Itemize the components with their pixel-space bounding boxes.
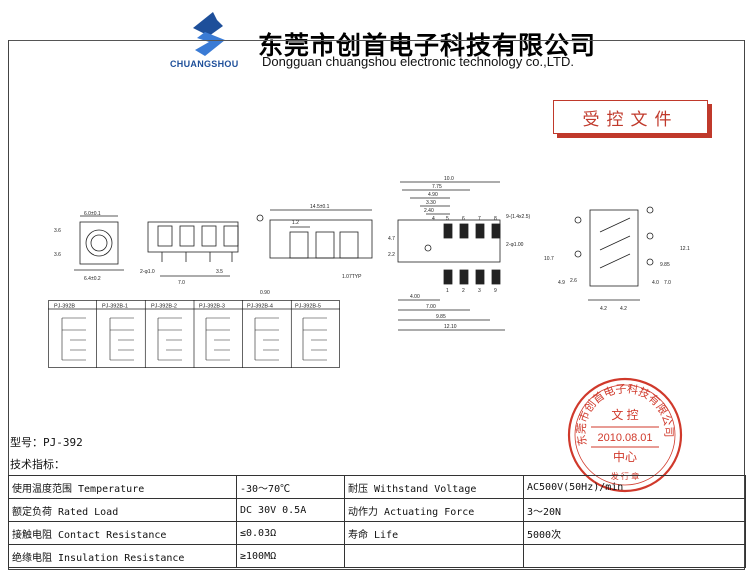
section-dim-typ: 1.07TYP bbox=[342, 274, 362, 280]
pcb-dim-top-2: 4.90 bbox=[428, 192, 438, 198]
right-dim-8: 7.0 bbox=[664, 280, 671, 286]
section-dim-length: 14.5±0.1 bbox=[310, 204, 330, 210]
table-row: 使用温度范围 Temperature -30～70℃ 耐压 Withstand … bbox=[8, 475, 746, 499]
pcb-dim-top-4: 2.40 bbox=[424, 208, 434, 214]
pcb-dim-bottom-2: 9.85 bbox=[436, 314, 446, 320]
pcb-pin-1: 1 bbox=[446, 288, 449, 294]
header-rule bbox=[8, 40, 745, 41]
pcb-pin-5: 5 bbox=[446, 216, 449, 222]
technical-drawings: 6.0±0.1 3.6 3.6 6.4±0.2 2-φ1.0 7.0 3.5 1… bbox=[54, 176, 690, 331]
front-dim-bottom: 6.4±0.2 bbox=[84, 276, 101, 282]
stamp-title: 文 控 bbox=[611, 407, 638, 422]
spec-label bbox=[344, 544, 524, 568]
stamp-date: 2010.08.01 bbox=[597, 432, 652, 444]
pcb-dim-left-0: 4.7 bbox=[388, 236, 395, 242]
front-view-drawing: 6.0±0.1 3.6 3.6 6.4±0.2 bbox=[54, 211, 124, 282]
section-dim-depth: 1.2 bbox=[292, 220, 299, 226]
table-row: 额定负荷 Rated Load DC 30V 0.5A 动作力 Actuatin… bbox=[8, 498, 746, 522]
front-dim-left-bottom: 3.6 bbox=[54, 252, 61, 258]
section-view-drawing: 14.5±0.1 1.2 0.90 1.07TYP bbox=[256, 204, 373, 296]
right-dim-4: 4.2 bbox=[600, 306, 607, 312]
logo-lower-stroke bbox=[195, 32, 225, 56]
spec-label: 寿命 Life bbox=[344, 521, 524, 545]
spec-value: AC500V(50Hz)/min bbox=[523, 475, 746, 499]
spec-value: -30～70℃ bbox=[236, 475, 345, 499]
pcb-dim-pads: 9-(1.4x2.5) bbox=[506, 214, 531, 220]
spec-table: 使用温度范围 Temperature -30～70℃ 耐压 Withstand … bbox=[8, 475, 746, 568]
schematic-label-5: PJ-392B-5 bbox=[295, 304, 321, 310]
side-dim-offset: 3.5 bbox=[216, 269, 223, 275]
schematic-traces bbox=[61, 317, 327, 361]
spec-label: 额定负荷 Rated Load bbox=[8, 498, 237, 522]
right-dim-1: 9.85 bbox=[660, 262, 670, 268]
spec-value bbox=[523, 544, 746, 568]
pcb-dim-top-1: 7.75 bbox=[432, 184, 442, 190]
company-name-cn: 东莞市创首电子科技有限公司 bbox=[258, 31, 597, 60]
tech-specs-title: 技术指标： bbox=[10, 458, 65, 471]
pcb-layout-drawing: 10.0 7.75 4.90 3.30 2.40 9-(1.4x2.5) 2-φ… bbox=[388, 176, 531, 331]
spec-label: 接触电阻 Contact Resistance bbox=[8, 521, 237, 545]
spec-value: ≤0.03Ω bbox=[236, 521, 345, 545]
controlled-document-label: 受控文件 bbox=[553, 100, 712, 138]
spec-label: 绝缘电阻 Insulation Resistance bbox=[8, 544, 237, 568]
right-dim-7: 4.0 bbox=[652, 280, 659, 286]
table-row: 接触电阻 Contact Resistance ≤0.03Ω 寿命 Life 5… bbox=[8, 521, 746, 545]
company-logo bbox=[193, 12, 225, 56]
right-dim-0: 10.7 bbox=[544, 256, 554, 262]
right-dim-2: 12.1 bbox=[680, 246, 690, 252]
spec-value: 5000次 bbox=[523, 521, 746, 545]
schematic-label-0: PJ-392B bbox=[54, 304, 75, 310]
front-dim-left-top: 3.6 bbox=[54, 228, 61, 234]
spec-label: 使用温度范围 Temperature bbox=[8, 475, 237, 499]
pcb-dim-left-1: 2.2 bbox=[388, 252, 395, 258]
pcb-dim-bottom-1: 7.00 bbox=[426, 304, 436, 310]
spec-label: 耐压 Withstand Voltage bbox=[344, 475, 524, 499]
spec-label: 动作力 Actuating Force bbox=[344, 498, 524, 522]
pcb-pin-8: 8 bbox=[494, 216, 497, 222]
table-row: 绝缘电阻 Insulation Resistance ≥100MΩ bbox=[8, 544, 746, 568]
pcb-dim-top-0: 10.0 bbox=[444, 176, 454, 182]
spec-value: DC 30V 0.5A bbox=[236, 498, 345, 522]
schematic-label-3: PJ-392B-3 bbox=[199, 304, 225, 310]
pcb-pin-3: 3 bbox=[478, 288, 481, 294]
stamp-bottom: 中心 bbox=[613, 449, 637, 464]
schematic-cells bbox=[96, 300, 292, 368]
pcb-pin-7: 7 bbox=[478, 216, 481, 222]
pcb-pin-9: 9 bbox=[494, 288, 497, 294]
side-dim-holes: 2-φ1.0 bbox=[140, 269, 155, 275]
pcb-dim-bottom-0: 4.00 bbox=[410, 294, 420, 300]
pcb-dim-top-3: 3.30 bbox=[426, 200, 436, 206]
pcb-dim-bottom-3: 12.10 bbox=[444, 324, 457, 330]
schematic-label-2: PJ-392B-2 bbox=[151, 304, 177, 310]
logo-text: CHUANGSHOU bbox=[170, 59, 239, 69]
model-line: 型号：PJ-392 bbox=[10, 436, 83, 449]
side-view-drawing: 2-φ1.0 7.0 3.5 bbox=[140, 221, 239, 286]
right-dim-6: 2.6 bbox=[570, 278, 577, 284]
front-dim-width: 6.0±0.1 bbox=[84, 211, 101, 217]
document-frame bbox=[8, 40, 745, 570]
right-dim-3: 4.9 bbox=[558, 280, 565, 286]
pcb-pin-6: 6 bbox=[462, 216, 465, 222]
pcb-pin-4: 4 bbox=[432, 216, 435, 222]
pcb-dim-holes: 2-φ1.00 bbox=[506, 242, 524, 248]
pcb-pin-2: 2 bbox=[462, 288, 465, 294]
spec-value: ≥100MΩ bbox=[236, 544, 345, 568]
section-dim-pin: 0.90 bbox=[260, 290, 270, 296]
side-dim-pitch: 7.0 bbox=[178, 280, 185, 286]
spec-value: 3～20N bbox=[523, 498, 746, 522]
right-dim-5: 4.2 bbox=[620, 306, 627, 312]
company-name-en: Dongguan chuangshou electronic technolog… bbox=[262, 54, 574, 69]
schematic-label-4: PJ-392B-4 bbox=[247, 304, 273, 310]
schematic-label-1: PJ-392B-1 bbox=[102, 304, 128, 310]
logo-upper-stroke bbox=[193, 12, 223, 36]
right-view-drawing: 10.7 9.85 12.1 4.9 4.2 4.2 2.6 4.0 7.0 bbox=[544, 206, 690, 312]
schematic-variants: PJ-392B PJ-392B-1 PJ-392B-2 PJ-392B-3 PJ… bbox=[48, 300, 340, 368]
